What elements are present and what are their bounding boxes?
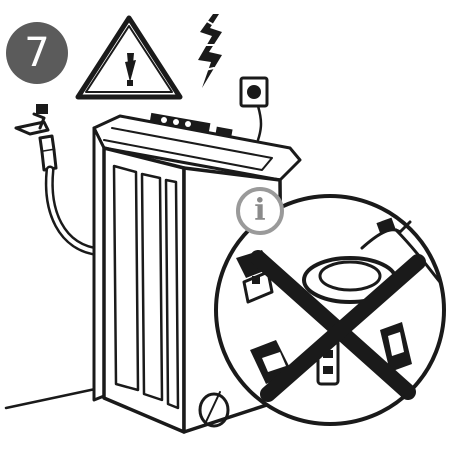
- lightning-bolt-icon: [198, 14, 222, 88]
- step-number-badge: 7: [6, 22, 68, 84]
- warning-triangle-icon: [78, 18, 180, 97]
- floor-line: [6, 388, 100, 408]
- water-tap-icon: [16, 104, 56, 170]
- power-socket-icon: [241, 78, 267, 140]
- inlet-hose: [49, 170, 100, 252]
- info-icon: i: [236, 187, 284, 235]
